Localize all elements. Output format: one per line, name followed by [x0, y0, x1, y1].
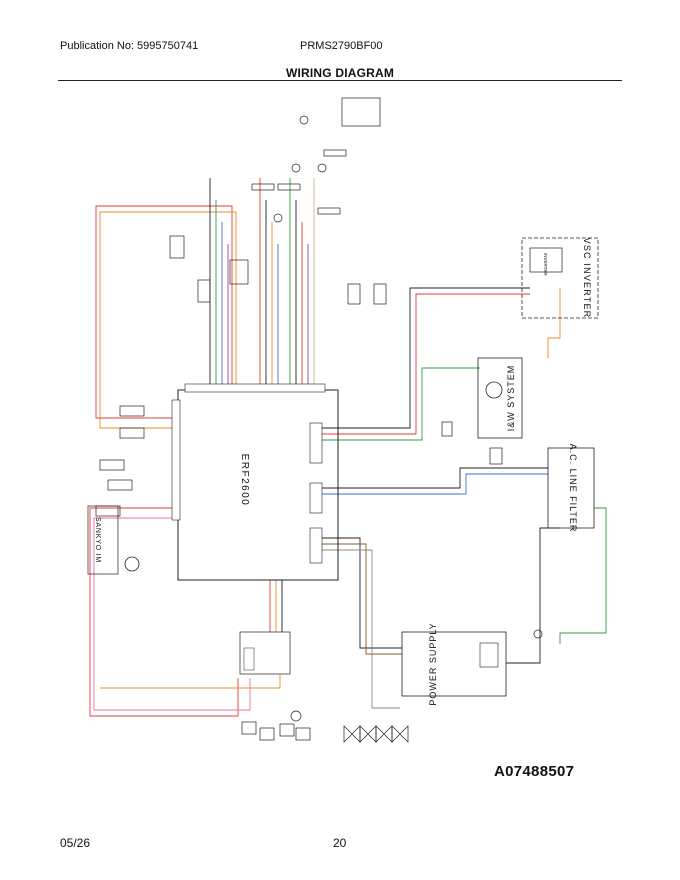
wire-red-inverter [322, 293, 530, 435]
main-board-top-pins [184, 383, 326, 393]
publication-number: Publication No: 5995750741 [60, 40, 199, 52]
bottom-part [241, 721, 257, 735]
bottom-part [279, 723, 295, 737]
power-supply-label: POWER SUPPLY [428, 622, 438, 705]
bottom-part [259, 727, 275, 741]
sensor-icon [317, 163, 327, 173]
damper-module [229, 259, 249, 285]
footer-date: 05/26 [60, 836, 91, 850]
iw-system-label: I&W SYSTEM [506, 365, 516, 432]
connector-strip [251, 183, 275, 191]
wire-black-inverter [322, 287, 530, 429]
wire-pink-bottom [93, 517, 251, 711]
inverter-label: VSC INVERTER [582, 238, 592, 319]
wire-gray-valves [322, 549, 400, 709]
inverter-module-label: INVERTER [543, 253, 548, 276]
component-symbols [95, 97, 543, 743]
cutoff-switch [347, 283, 361, 305]
connector-strip [317, 207, 341, 215]
wire-black-filter [322, 467, 548, 489]
connector-strip [277, 183, 301, 191]
main-board-right-pins [309, 422, 323, 564]
ac-line-filter-box [547, 447, 595, 529]
valve-icon [391, 725, 409, 743]
wire-ps-filter [506, 527, 560, 664]
component-tag [107, 479, 133, 491]
sankyo-motor-icon [124, 556, 140, 572]
main-board-label: ERF2600 [239, 454, 250, 507]
valve-icon [343, 725, 361, 743]
sensor-icon [291, 163, 301, 173]
ground-icon [533, 629, 543, 639]
figure-number: A07488507 [494, 763, 575, 780]
connector-strip [323, 149, 347, 157]
power-supply-box [401, 631, 507, 697]
left-module [169, 235, 185, 259]
valve-icon [375, 725, 393, 743]
sensor-icon [273, 213, 283, 223]
wire-red-loop [95, 205, 233, 419]
ac-filter-label: A.C. LINE FILTER [568, 444, 578, 533]
left-module [197, 279, 211, 303]
wire-red-bottom [89, 507, 239, 717]
component-tag [99, 459, 125, 471]
wire-brown-ps [322, 543, 402, 655]
top-right-relay-block [341, 97, 381, 127]
valve-icon [359, 725, 377, 743]
lower-interface-connector [243, 647, 255, 671]
iw-switch [489, 447, 503, 465]
wiring-diagram: ERF2600 INVERTER VSC INVERTER I&W SYSTEM… [87, 97, 607, 743]
lower-interface-board [239, 631, 291, 675]
main-board-left-pins [171, 399, 181, 521]
wire-inverter-iw [547, 288, 561, 358]
page-number: 20 [333, 836, 347, 850]
fan-motor-icon [290, 710, 302, 722]
inverter-module [529, 247, 563, 273]
wire-blue-filter [322, 473, 548, 495]
title-rule [58, 80, 622, 81]
component-tag [119, 427, 145, 439]
bottom-part [295, 727, 311, 741]
wire-green-iw [322, 367, 480, 441]
iw-motor-icon [485, 381, 503, 399]
inverter-enclosure [521, 237, 599, 319]
water-valve-icon [441, 421, 453, 437]
power-supply-connector [479, 642, 499, 668]
sankyo-label: SANKYO IM [94, 517, 101, 563]
component-tag [95, 505, 121, 517]
wire-black-ps [322, 537, 402, 649]
component-tag [119, 405, 145, 417]
sensor-icon [299, 115, 309, 125]
cutoff-switch [373, 283, 387, 305]
wire-harness [89, 178, 607, 717]
model-number: PRMS2790BF00 [300, 40, 383, 52]
wire-green-ground [559, 507, 607, 644]
wire-orange-bottom [100, 674, 281, 689]
iw-system-box [477, 357, 523, 439]
page-title: WIRING DIAGRAM [285, 66, 395, 80]
